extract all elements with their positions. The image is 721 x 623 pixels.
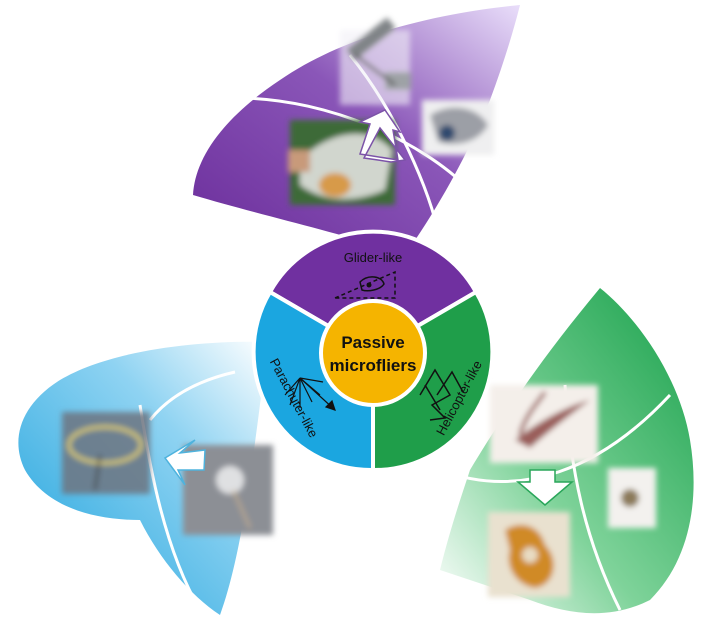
helicopter-petal [439,288,694,614]
center-title-line1: Passive [341,333,404,352]
glider-photo-hand [288,120,395,205]
helicopter-sector-icon [419,368,464,421]
center-circle [319,299,427,407]
parachuter-progress-arrow [163,439,206,486]
glider-photo-disc [422,100,494,155]
parachuter-photo-device [62,412,150,494]
parachuter-petal-arc-2 [148,370,236,421]
glider-progress-arrow [357,109,407,163]
center-title-line2: microfliers [330,356,417,375]
glider-photo-plane [340,17,411,105]
helicopter-photo-flower [490,385,598,463]
glider-sector-label: Glider-like [344,250,403,265]
helicopter-progress-arrow [515,469,575,506]
glider-petal [193,5,520,255]
helicopter-photo-rotor [608,468,656,528]
center-wheel: Passive microfliers Glider-like Parachut… [251,229,495,473]
glider-sector-icon [334,270,396,299]
helicopter-petal-arc-1 [439,393,672,483]
parachuter-sector-icon [284,377,336,411]
helicopter-photo-spinner [488,512,570,597]
parachuter-petal [18,341,273,615]
